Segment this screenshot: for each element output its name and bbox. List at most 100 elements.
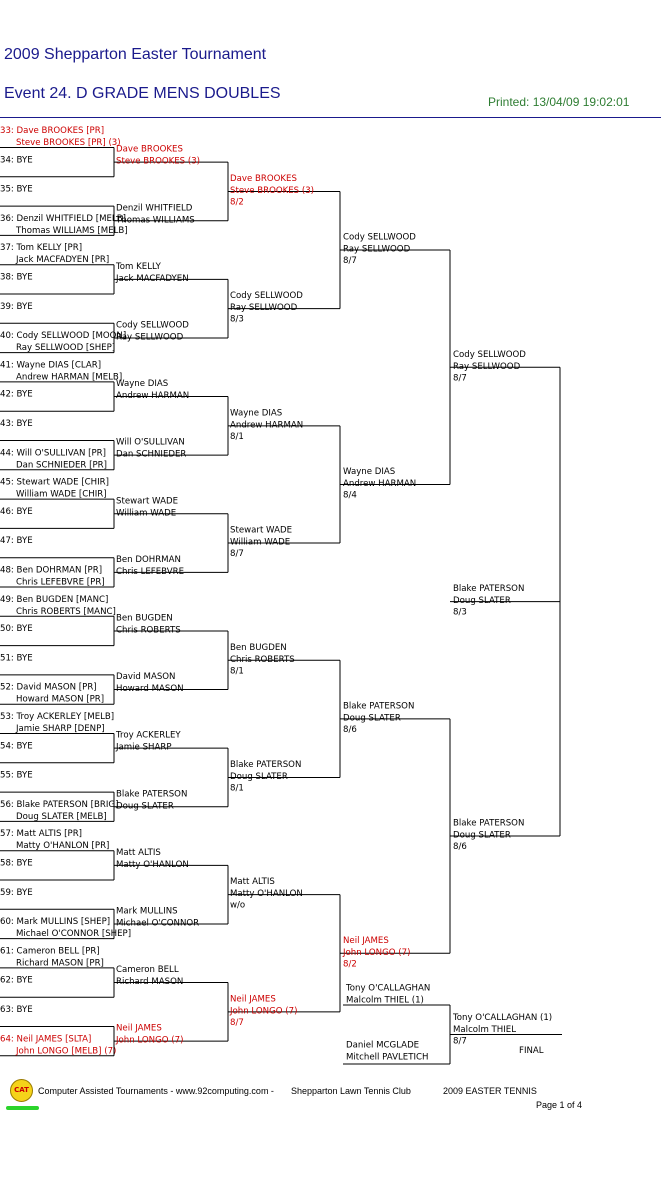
r1-team-p1: 39: BYE — [0, 302, 33, 312]
r2-team-p2: William WADE — [116, 508, 176, 518]
r5-team-p2: Ray SELLWOOD — [453, 362, 521, 372]
r2-team-p1: David MASON — [116, 672, 176, 682]
r5-score: 8/3 — [453, 608, 467, 618]
r3-score: 8/7 — [230, 549, 244, 559]
r4-team-p1: Neil JAMES — [343, 936, 389, 946]
r3-team-p1: Ben BUGDEN — [230, 643, 287, 653]
r1-team-p1: 64: Neil JAMES [SLTA] — [0, 1034, 91, 1044]
r1-team-p2: Doug SLATER [MELB] — [16, 812, 107, 822]
r2-team-p2: Jamie SHARP — [115, 743, 172, 753]
r5-score: 8/7 — [453, 373, 467, 383]
r1-team-p2: Matty O'HANLON [PR] — [16, 841, 109, 851]
r1-team-p1: 40: Cody SELLWOOD [MOON] — [0, 331, 126, 341]
r2-team-p1: Blake PATERSON — [116, 789, 187, 799]
r1-team-p1: 57: Matt ALTIS [PR] — [0, 829, 82, 839]
r1-team-p1: 44: Will O'SULLIVAN [PR] — [0, 448, 106, 458]
r3-team-p2: William WADE — [230, 538, 290, 548]
r2-team-p2: John LONGO (7) — [115, 1036, 183, 1046]
r3-team-p2: Andrew HARMAN — [230, 420, 303, 430]
r2-team-p1: Cody SELLWOOD — [116, 320, 189, 330]
r4-score: 8/6 — [343, 725, 357, 735]
r3-score: 8/7 — [230, 1018, 244, 1028]
r2-team-p2: Steve BROOKES (3) — [116, 157, 200, 167]
r2-team-p1: Ben BUGDEN — [116, 613, 173, 623]
r1-team-p1: 55: BYE — [0, 771, 33, 781]
r3-team-p2: Doug SLATER — [230, 772, 288, 782]
r2-team-p1: Denzil WHITFIELD — [116, 203, 193, 213]
r1-team-p1: 41: Wayne DIAS [CLAR] — [0, 360, 101, 370]
r2-team-p2: Matty O'HANLON — [116, 860, 189, 870]
r1-team-p2: Ray SELLWOOD [SHEP] — [16, 343, 115, 353]
r3-score: w/o — [230, 901, 245, 911]
r1-team-p2: Thomas WILLIAMS [MELB] — [15, 226, 128, 236]
r1-team-p1: 33: Dave BROOKES [PR] — [0, 126, 104, 136]
r2-team-p1: Cameron BELL — [116, 965, 179, 975]
r1-team-p2: Michael O'CONNOR [SHEP] — [16, 929, 131, 939]
r3-team-p1: Dave BROOKES — [230, 174, 297, 184]
r1-team-p2: Jamie SHARP [DENP] — [15, 724, 105, 734]
r1-team-p1: 47: BYE — [0, 536, 33, 546]
r1-team-p1: 53: Troy ACKERLEY [MELB] — [0, 712, 114, 722]
r1-team-p2: William WADE [CHIR] — [16, 490, 107, 500]
r2-team-p1: Dave BROOKES — [116, 145, 183, 155]
r1-team-p1: 51: BYE — [0, 653, 33, 663]
r2-team-p2: Richard MASON — [116, 977, 183, 987]
r2-team-p1: Stewart WADE — [116, 496, 178, 506]
r4-team-p1: Wayne DIAS — [343, 467, 395, 477]
r4-team-p2: Doug SLATER — [343, 713, 401, 723]
r2-team-p2: Dan SCHNIEDER — [116, 450, 186, 460]
playoff-bottom-p2: Mitchell PAVLETICH — [346, 1053, 428, 1063]
r3-team-p1: Neil JAMES — [230, 994, 276, 1004]
playoff-top-p2: Malcolm THIEL (1) — [346, 996, 424, 1006]
r1-team-p1: 49: Ben BUGDEN [MANC] — [0, 595, 108, 605]
footer-software: Computer Assisted Tournaments - www.92co… — [38, 1086, 274, 1096]
r5-team-p1: Blake PATERSON — [453, 584, 524, 594]
r3-team-p1: Matt ALTIS — [230, 877, 275, 887]
final-label: FINAL — [519, 1046, 544, 1056]
tournament-title: 2009 Shepparton Easter Tournament — [4, 46, 267, 63]
page-number: Page 1 of 4 — [536, 1100, 583, 1110]
r5-team-p1: Blake PATERSON — [453, 819, 524, 829]
r2-team-p1: Troy ACKERLEY — [115, 731, 181, 741]
playoff-winner-p2: Malcolm THIEL — [453, 1025, 516, 1035]
r1-team-p2: Howard MASON [PR] — [16, 695, 104, 705]
r1-team-p1: 45: Stewart WADE [CHIR] — [0, 478, 109, 488]
r1-team-p2: Chris ROBERTS [MANC] — [16, 607, 116, 617]
r2-team-p2: Chris LEFEBVRE — [116, 567, 184, 577]
r1-team-p1: 38: BYE — [0, 273, 33, 283]
r5-team-p2: Doug SLATER — [453, 831, 511, 841]
r2-team-p2: Michael O'CONNOR — [116, 918, 199, 928]
r3-team-p2: Chris ROBERTS — [230, 655, 295, 665]
r1-team-p1: 54: BYE — [0, 741, 33, 751]
r3-team-p1: Blake PATERSON — [230, 760, 301, 770]
r1-team-p2: Chris LEFEBVRE [PR] — [16, 578, 105, 588]
r3-score: 8/1 — [230, 666, 244, 676]
footer-event: 2009 EASTER TENNIS — [443, 1086, 537, 1096]
r2-team-p2: Chris ROBERTS — [116, 625, 181, 635]
r4-team-p2: Andrew HARMAN — [343, 479, 416, 489]
r2-team-p1: Wayne DIAS — [116, 379, 168, 389]
r3-team-p2: Steve BROOKES (3) — [230, 186, 314, 196]
r1-team-p1: 34: BYE — [0, 155, 33, 165]
r2-team-p1: Matt ALTIS — [116, 848, 161, 858]
r1-team-p1: 58: BYE — [0, 859, 33, 869]
r4-score: 8/4 — [343, 490, 357, 500]
r3-team-p2: Ray SELLWOOD — [230, 303, 298, 313]
r1-team-p1: 56: Blake PATERSON [BRIG] — [0, 800, 118, 810]
r2-team-p1: Tom KELLY — [115, 262, 162, 272]
r1-team-p2: Jack MACFADYEN [PR] — [15, 255, 109, 265]
r1-team-p1: 62: BYE — [0, 976, 33, 986]
r1-team-p1: 63: BYE — [0, 1005, 33, 1015]
r1-team-p1: 46: BYE — [0, 507, 33, 517]
r2-team-p2: Howard MASON — [116, 684, 184, 694]
printed-timestamp: Printed: 13/04/09 19:02:01 — [488, 95, 630, 109]
r3-team-p1: Cody SELLWOOD — [230, 291, 303, 301]
r3-score: 8/3 — [230, 315, 244, 325]
r1-team-p1: 35: BYE — [0, 185, 33, 195]
r1-team-p1: 59: BYE — [0, 888, 33, 898]
r4-score: 8/7 — [343, 256, 357, 266]
r3-team-p2: Matty O'HANLON — [230, 889, 303, 899]
r1-team-p2: John LONGO [MELB] (7) — [15, 1046, 116, 1056]
r1-team-p1: 50: BYE — [0, 624, 33, 634]
